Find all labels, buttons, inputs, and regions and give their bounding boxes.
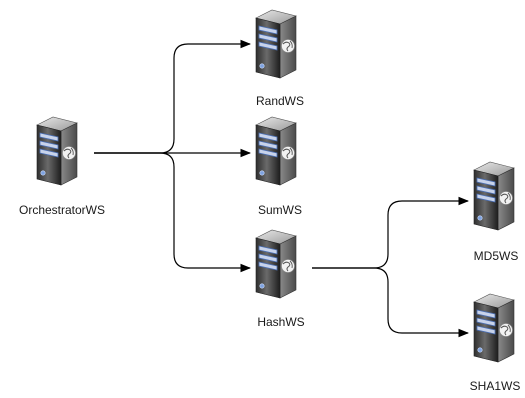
node-label: RandWS	[256, 94, 304, 108]
server-icon	[255, 116, 297, 186]
node-sum[interactable]: SumWS	[255, 116, 302, 217]
edge-orchestrator-hash	[94, 152, 252, 273]
node-hash[interactable]: HashWS	[255, 229, 305, 329]
server-icon	[255, 229, 297, 299]
node-rand[interactable]: RandWS	[255, 9, 304, 108]
server-icon	[473, 293, 515, 363]
server-icon	[36, 116, 78, 186]
node-md5[interactable]: MD5WS	[473, 161, 519, 263]
edges	[94, 39, 470, 338]
edge-hash-md5	[312, 196, 470, 269]
node-label: HashWS	[257, 315, 304, 329]
node-label: OrchestratorWS	[19, 203, 105, 217]
server-icon	[473, 161, 515, 231]
node-label: SHA1WS	[470, 379, 521, 393]
server-icon	[255, 9, 297, 79]
edge-orchestrator-rand	[94, 39, 252, 154]
node-label: SumWS	[258, 203, 302, 217]
node-sha1[interactable]: SHA1WS	[470, 293, 521, 393]
node-label: MD5WS	[474, 249, 519, 263]
node-orchestrator[interactable]: OrchestratorWS	[19, 116, 105, 217]
edge-hash-sha1	[312, 267, 470, 338]
